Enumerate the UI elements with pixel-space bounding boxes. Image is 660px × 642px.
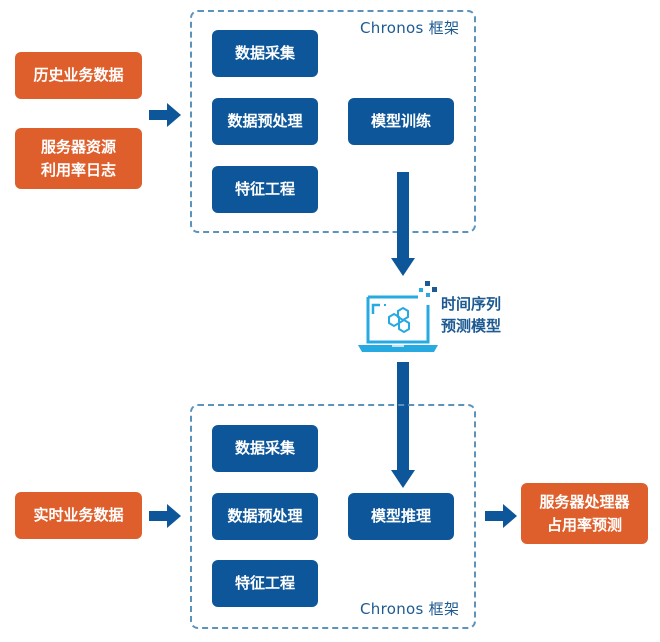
step-model-inference: 模型推理 — [348, 493, 454, 540]
step-data-preprocessing-label: 数据预处理 — [227, 112, 303, 130]
step-data-preprocessing: 数据预处理 — [212, 493, 318, 540]
step-data-preprocessing-label: 数据预处理 — [227, 507, 303, 525]
inference-frame-label: Chronos 框架 — [360, 600, 460, 618]
arrow-down-icon — [391, 172, 415, 276]
input-historical-business-data-label: 历史业务数据 — [33, 66, 124, 84]
step-feature-engineering-label: 特征工程 — [234, 180, 295, 198]
output-cpu-usage-prediction-line2: 占用率预测 — [546, 515, 622, 534]
step-data-collection: 数据采集 — [212, 30, 318, 77]
step-feature-engineering: 特征工程 — [212, 166, 318, 213]
step-feature-engineering: 特征工程 — [212, 560, 318, 607]
model-label-line2: 预测模型 — [441, 317, 502, 335]
step-model-training-label: 模型训练 — [370, 112, 431, 130]
output-cpu-usage-prediction-line1: 服务器处理器 — [539, 492, 630, 511]
input-server-resource-log-line1: 服务器资源 — [40, 137, 116, 156]
input-server-resource-log: 服务器资源 利用率日志 — [15, 128, 142, 189]
model-label-line1: 时间序列 — [441, 295, 502, 313]
output-cpu-usage-prediction: 服务器处理器 占用率预测 — [521, 483, 648, 544]
training-frame — [190, 10, 476, 233]
step-model-training: 模型训练 — [348, 98, 454, 145]
inference-frame — [190, 404, 476, 629]
arrow-down-icon — [391, 362, 415, 488]
training-frame-label: Chronos 框架 — [360, 19, 460, 37]
step-data-collection-label: 数据采集 — [234, 439, 295, 457]
input-realtime-business-data-label: 实时业务数据 — [33, 506, 124, 524]
input-historical-business-data: 历史业务数据 — [15, 52, 142, 99]
laptop-hexagon-icon — [358, 281, 438, 352]
step-data-collection-label: 数据采集 — [234, 44, 295, 62]
arrow-right-icon — [485, 504, 517, 528]
step-data-preprocessing: 数据预处理 — [212, 98, 318, 145]
step-feature-engineering-label: 特征工程 — [234, 574, 295, 592]
arrow-right-icon — [149, 103, 181, 127]
step-model-inference-label: 模型推理 — [370, 507, 431, 525]
input-realtime-business-data: 实时业务数据 — [15, 492, 142, 539]
input-server-resource-log-line2: 利用率日志 — [40, 160, 116, 179]
arrow-right-icon — [149, 504, 181, 528]
step-data-collection: 数据采集 — [212, 425, 318, 472]
